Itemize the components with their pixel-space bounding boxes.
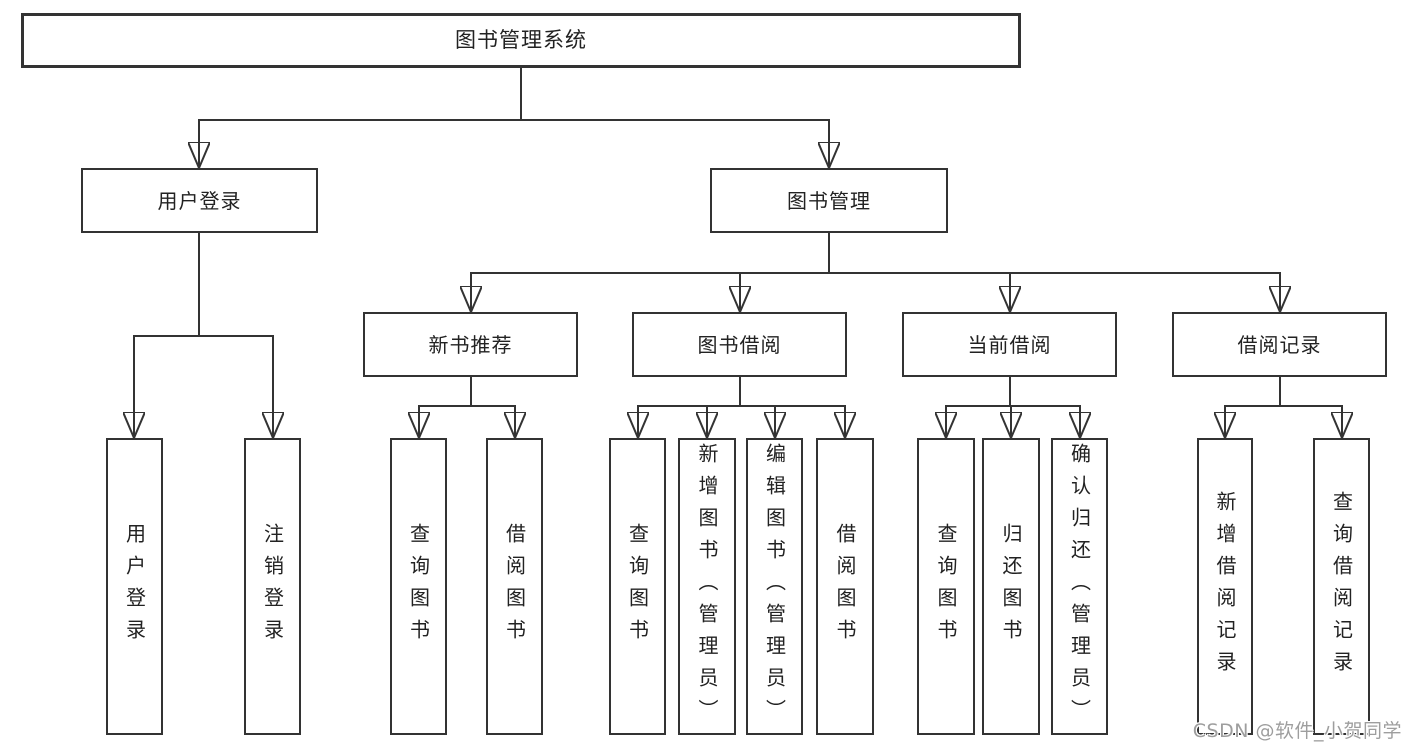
- node-leaf-bb-add-books: 新增图书（管理员）: [678, 438, 736, 735]
- node-book-borrowing: 图书借阅: [632, 312, 847, 377]
- node-leaf-bb-edit-books-label: 编辑图书（管理员）: [762, 442, 787, 731]
- node-leaf-cb-query-books: 查询图书: [917, 438, 975, 735]
- node-leaf-nb-borrow-books: 借阅图书: [486, 438, 543, 735]
- node-leaf-nb-query-books-label: 查询图书: [406, 522, 431, 651]
- node-leaf-bb-edit-books: 编辑图书（管理员）: [746, 438, 803, 735]
- node-leaf-logout-label: 注销登录: [260, 522, 285, 651]
- node-current-borrowing-label: 当前借阅: [967, 332, 1052, 357]
- node-leaf-br-add-record: 新增借阅记录: [1197, 438, 1253, 735]
- node-new-book-recommend: 新书推荐: [363, 312, 578, 377]
- node-system-root-label: 图书管理系统: [455, 28, 587, 52]
- node-borrow-records-label: 借阅记录: [1237, 332, 1322, 357]
- node-leaf-bb-borrow-books: 借阅图书: [816, 438, 874, 735]
- node-book-management: 图书管理: [710, 168, 948, 233]
- wires-current-borrowing-children: [946, 377, 1080, 436]
- wires-new-book-recommend-children: [419, 377, 515, 436]
- node-leaf-cb-return-books: 归还图书: [982, 438, 1040, 735]
- node-leaf-br-query-record: 查询借阅记录: [1313, 438, 1370, 735]
- watermark: CSDN @软件_小贺同学: [1192, 720, 1402, 742]
- node-borrow-records: 借阅记录: [1172, 312, 1387, 377]
- node-user-login-label: 用户登录: [157, 188, 242, 213]
- node-system-root: 图书管理系统: [21, 13, 1021, 68]
- node-leaf-bb-query-books: 查询图书: [609, 438, 666, 735]
- node-leaf-logout: 注销登录: [244, 438, 301, 735]
- wires-borrow-records-children: [1225, 377, 1342, 436]
- node-book-management-label: 图书管理: [787, 188, 871, 213]
- node-leaf-cb-query-books-label: 查询图书: [934, 522, 958, 651]
- node-leaf-nb-query-books: 查询图书: [390, 438, 447, 735]
- node-leaf-nb-borrow-books-label: 借阅图书: [502, 522, 527, 651]
- wires-user-login-children: [134, 233, 273, 436]
- node-leaf-login-label: 用户登录: [122, 522, 147, 651]
- node-leaf-bb-borrow-books-label: 借阅图书: [833, 522, 857, 651]
- wires-book-management-children: [471, 233, 1280, 310]
- node-leaf-br-add-record-label: 新增借阅记录: [1213, 490, 1237, 683]
- node-leaf-login: 用户登录: [106, 438, 163, 735]
- node-current-borrowing: 当前借阅: [902, 312, 1117, 377]
- node-leaf-bb-add-books-label: 新增图书（管理员）: [695, 442, 719, 731]
- node-leaf-cb-confirm-return-label: 确认归还（管理员）: [1067, 442, 1092, 731]
- node-book-borrowing-label: 图书借阅: [697, 332, 782, 357]
- node-leaf-cb-confirm-return: 确认归还（管理员）: [1051, 438, 1108, 735]
- node-user-login: 用户登录: [81, 168, 318, 233]
- node-leaf-br-query-record-label: 查询借阅记录: [1329, 490, 1354, 683]
- node-leaf-bb-query-books-label: 查询图书: [625, 522, 650, 651]
- wires-root-to-level2: [199, 68, 829, 166]
- node-new-book-recommend-label: 新书推荐: [428, 332, 513, 357]
- wires-book-borrowing-children: [638, 377, 845, 436]
- node-leaf-cb-return-books-label: 归还图书: [999, 522, 1023, 651]
